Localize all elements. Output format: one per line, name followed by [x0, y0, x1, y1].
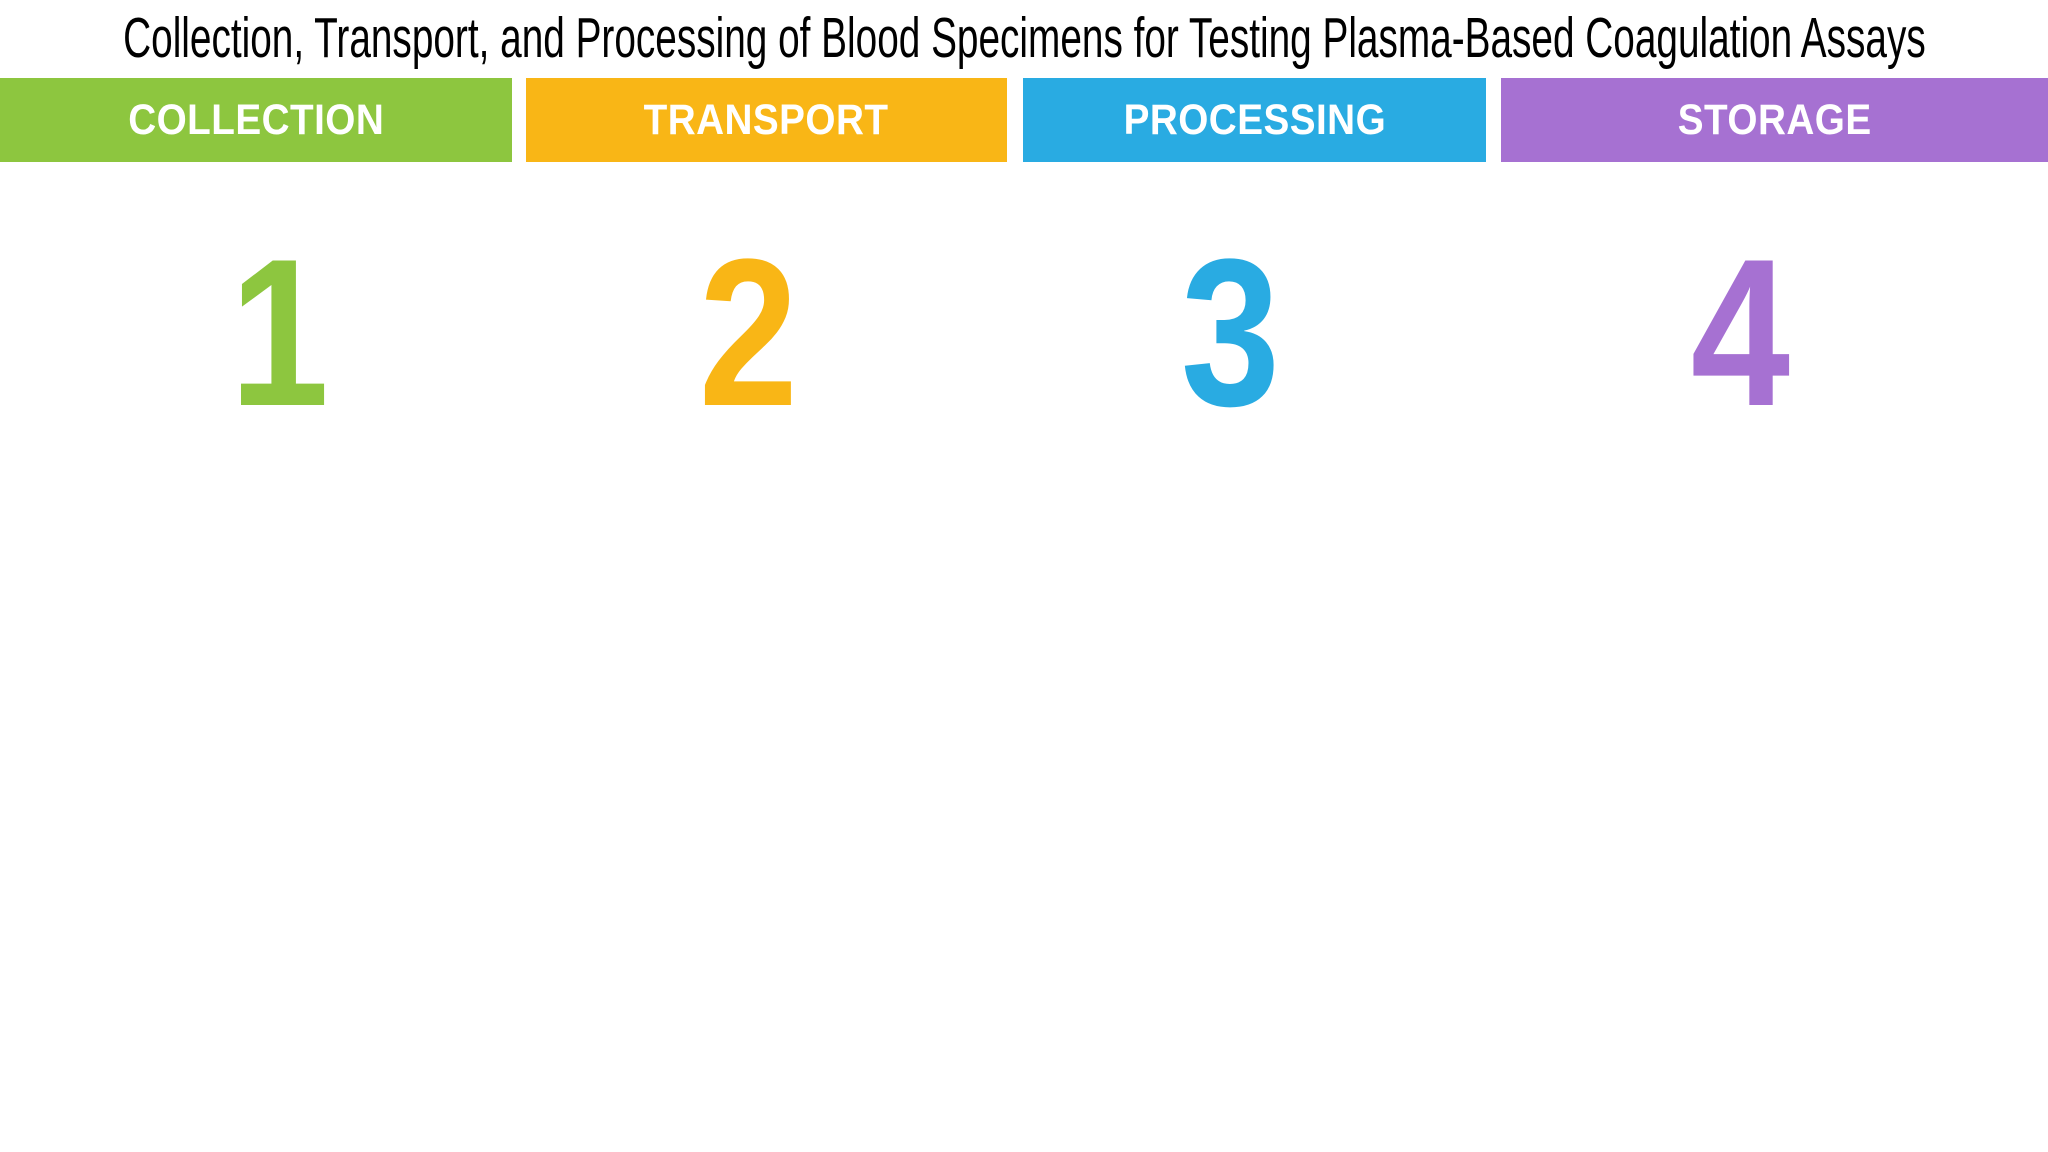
step-header-processing-label: PROCESSING [1123, 95, 1386, 144]
step-header-storage-label: STORAGE [1677, 95, 1872, 144]
step-header-collection-label: COLLECTION [127, 95, 385, 144]
step-number-1: 1 [169, 218, 389, 448]
slide-title: Collection, Transport, and Processing of… [0, 0, 2048, 78]
step-number-3: 3 [1120, 218, 1340, 448]
step-header-processing: PROCESSING [1023, 78, 1486, 162]
step-number-2-text: 2 [698, 215, 798, 450]
step-number-1-text: 1 [229, 215, 329, 450]
step-number-4: 4 [1630, 218, 1850, 448]
step-number-3-text: 3 [1180, 215, 1280, 450]
step-number-2: 2 [638, 218, 858, 448]
step-header-transport-label: TRANSPORT [644, 95, 889, 144]
step-header-transport: TRANSPORT [526, 78, 1007, 162]
step-number-4-text: 4 [1690, 215, 1790, 450]
slide-title-text: Collection, Transport, and Processing of… [122, 6, 1926, 71]
step-header-storage: STORAGE [1501, 78, 2048, 162]
step-header-collection: COLLECTION [0, 78, 512, 162]
